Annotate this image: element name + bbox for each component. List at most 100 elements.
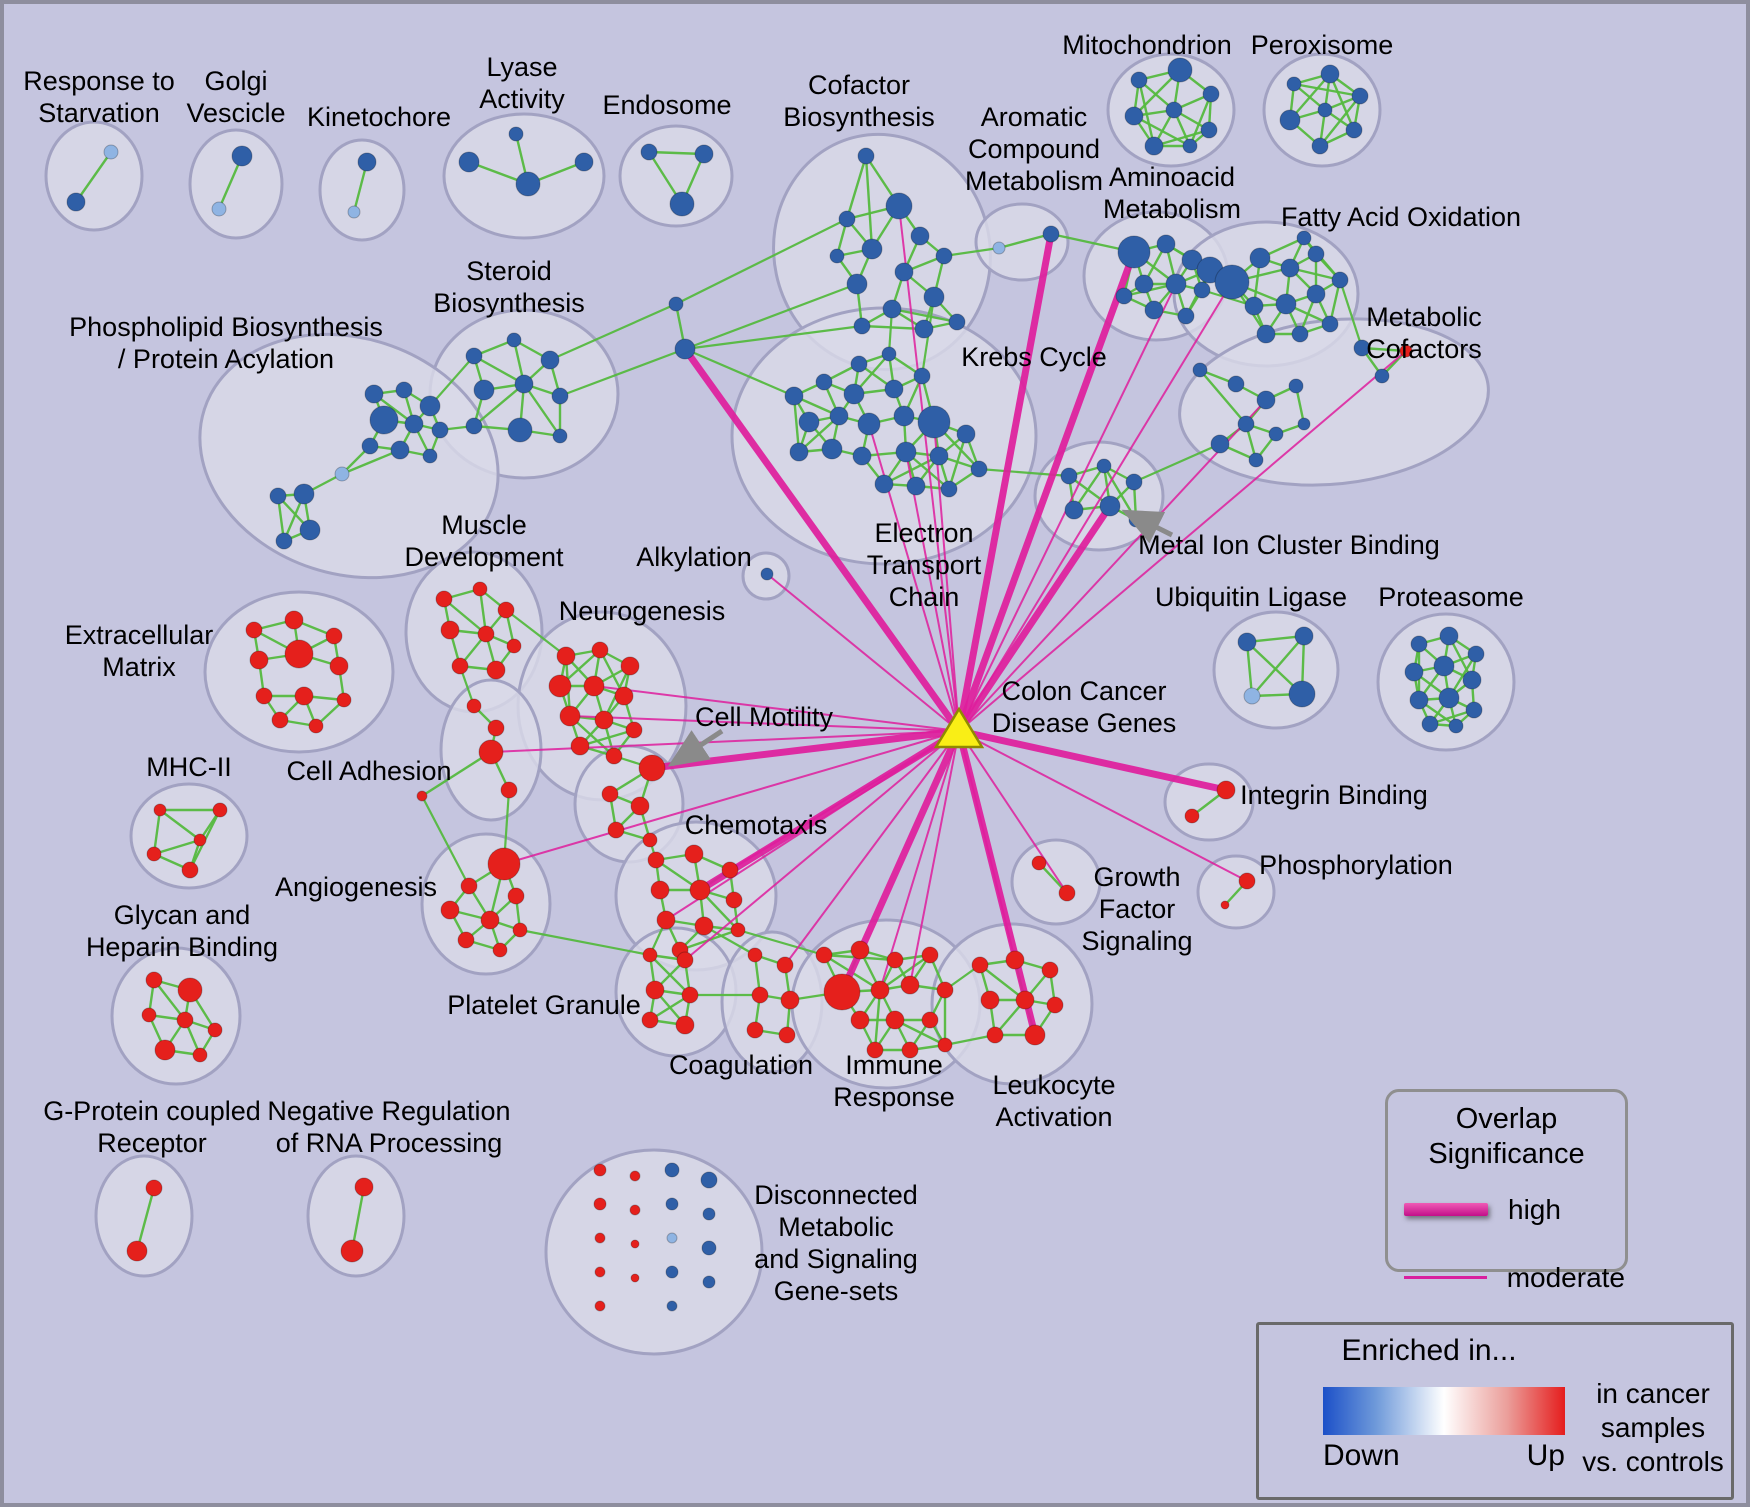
inter-cluster-edge: [944, 1033, 996, 1047]
gene-set-node: [347, 205, 361, 219]
gene-set-node: [1439, 626, 1459, 646]
gene-set-node: [843, 383, 865, 405]
gene-set-node: [548, 674, 572, 698]
gene-set-node: [1144, 136, 1164, 156]
gene-set-node: [751, 986, 769, 1004]
gene-set-node: [207, 1022, 223, 1038]
network-canvas: [44, 52, 1516, 1356]
gene-set-node: [1279, 109, 1301, 131]
inter-cluster-edge: [421, 795, 470, 887]
overlap-edge-moderate: [958, 350, 1407, 732]
gene-set-node: [211, 201, 227, 217]
gene-set-node: [630, 796, 650, 816]
gene-set-node: [293, 483, 315, 505]
gene-set-node: [487, 847, 521, 881]
overlap-edge-high: [698, 728, 961, 893]
gene-set-node: [884, 379, 904, 399]
enrichment-legend: Enriched in... Down Up in cancer samples…: [1256, 1322, 1734, 1500]
enrichment-note: in cancer samples vs. controls: [1582, 1378, 1724, 1478]
label-ubiquitin-ligase: Ubiquitin Ligase: [1154, 582, 1348, 612]
gene-set-node: [906, 476, 926, 496]
gene-set-node: [1353, 339, 1371, 357]
gene-set-node: [1374, 368, 1390, 384]
gene-set-node: [921, 1011, 939, 1029]
overlap-legend-title: Overlap Significance: [1428, 1103, 1585, 1170]
gene-set-node: [894, 262, 914, 282]
gene-set-node: [647, 851, 665, 869]
gene-set-node: [1096, 458, 1112, 474]
overlap-edge-high: [955, 730, 1039, 1036]
label-extracellular-matrix: Extracellular Matrix: [64, 620, 214, 682]
label-angiogenesis: Angiogenesis: [274, 872, 438, 902]
gene-set-node: [666, 1232, 678, 1244]
gene-set-node: [1156, 234, 1176, 254]
gene-set-node: [971, 956, 989, 974]
label-aromatic-compound-metabolism: Aromatic Compound Metabolism: [964, 102, 1104, 196]
gene-set-node: [1216, 780, 1236, 800]
gene-set-edge: [1188, 93, 1213, 147]
gene-set-edge: [864, 155, 874, 250]
gene-set-node: [700, 1171, 718, 1189]
gene-set-node: [1297, 417, 1311, 431]
gene-set-edge: [873, 989, 882, 1051]
gene-set-node: [1177, 307, 1195, 325]
gene-set-node: [497, 601, 515, 619]
gene-set-node: [1064, 500, 1084, 520]
label-coagulation: Coagulation: [668, 1050, 814, 1080]
gene-set-node: [404, 414, 424, 434]
gene-set-node: [1117, 235, 1151, 269]
gene-set-node: [1243, 687, 1261, 705]
gene-set-node: [540, 350, 560, 370]
gene-set-node: [492, 942, 508, 958]
label-krebs-cycle: Krebs Cycle: [961, 342, 1107, 372]
gene-set-node: [866, 1041, 884, 1059]
gene-set-node: [1296, 230, 1312, 246]
gene-set-node: [694, 144, 714, 164]
gene-set-edge: [135, 1187, 156, 1252]
moderate-label: moderate: [1506, 1261, 1625, 1293]
gene-set-node: [642, 832, 658, 848]
gene-set-node: [702, 1207, 716, 1221]
gene-set-node: [473, 379, 495, 401]
label-platelet-granule: Platelet Granule: [447, 990, 641, 1020]
label-fatty-acid-oxidation: Fatty Acid Oxidation: [1280, 202, 1522, 232]
gene-set-node: [512, 922, 528, 938]
gene-set-node: [145, 1179, 163, 1197]
overlap-edge-moderate: [958, 730, 1248, 882]
gene-set-node: [1249, 247, 1271, 269]
gene-set-node: [1448, 718, 1464, 734]
gene-set-node: [466, 698, 482, 714]
up-label: Up: [1526, 1439, 1565, 1472]
overlap-edge-moderate: [958, 730, 1068, 894]
gene-set-edge: [153, 838, 201, 856]
gene-set-node: [641, 1011, 659, 1029]
gene-set-edge: [1289, 73, 1331, 121]
overlap-edge-moderate: [684, 730, 960, 961]
gene-set-node: [552, 428, 568, 444]
gene-set-node: [506, 332, 522, 348]
gene-set-node: [1182, 138, 1198, 154]
gene-set-node: [780, 990, 800, 1010]
cluster-disconnected-gene-sets: [544, 1148, 764, 1356]
gene-set-node: [1237, 415, 1255, 433]
gene-set-node: [900, 975, 920, 995]
gene-set-node: [177, 977, 203, 1003]
gene-set-node: [354, 1177, 374, 1197]
gene-set-node: [630, 1273, 640, 1283]
gene-set-node: [1275, 293, 1297, 315]
cluster-negative-regulation-rna: [306, 1154, 406, 1278]
inter-cluster-edge: [429, 355, 475, 407]
overlap-significance-legend: Overlap Significance high moderate: [1385, 1089, 1628, 1293]
gene-set-node: [936, 981, 954, 999]
overlap-edge-high: [956, 504, 1113, 733]
gene-set-node: [1467, 645, 1485, 663]
gene-set-node: [1165, 273, 1187, 295]
gene-set-node: [689, 879, 711, 901]
label-disconnected-gene-sets: Disconnected Metabolic and Signaling Gen…: [754, 1180, 918, 1306]
gene-set-node: [269, 487, 287, 505]
gene-set-node: [747, 947, 763, 963]
gene-set-node: [857, 412, 881, 436]
overlap-edge-moderate: [784, 730, 960, 966]
gene-set-node: [440, 900, 460, 920]
overlap-edges: [490, 205, 1407, 1036]
